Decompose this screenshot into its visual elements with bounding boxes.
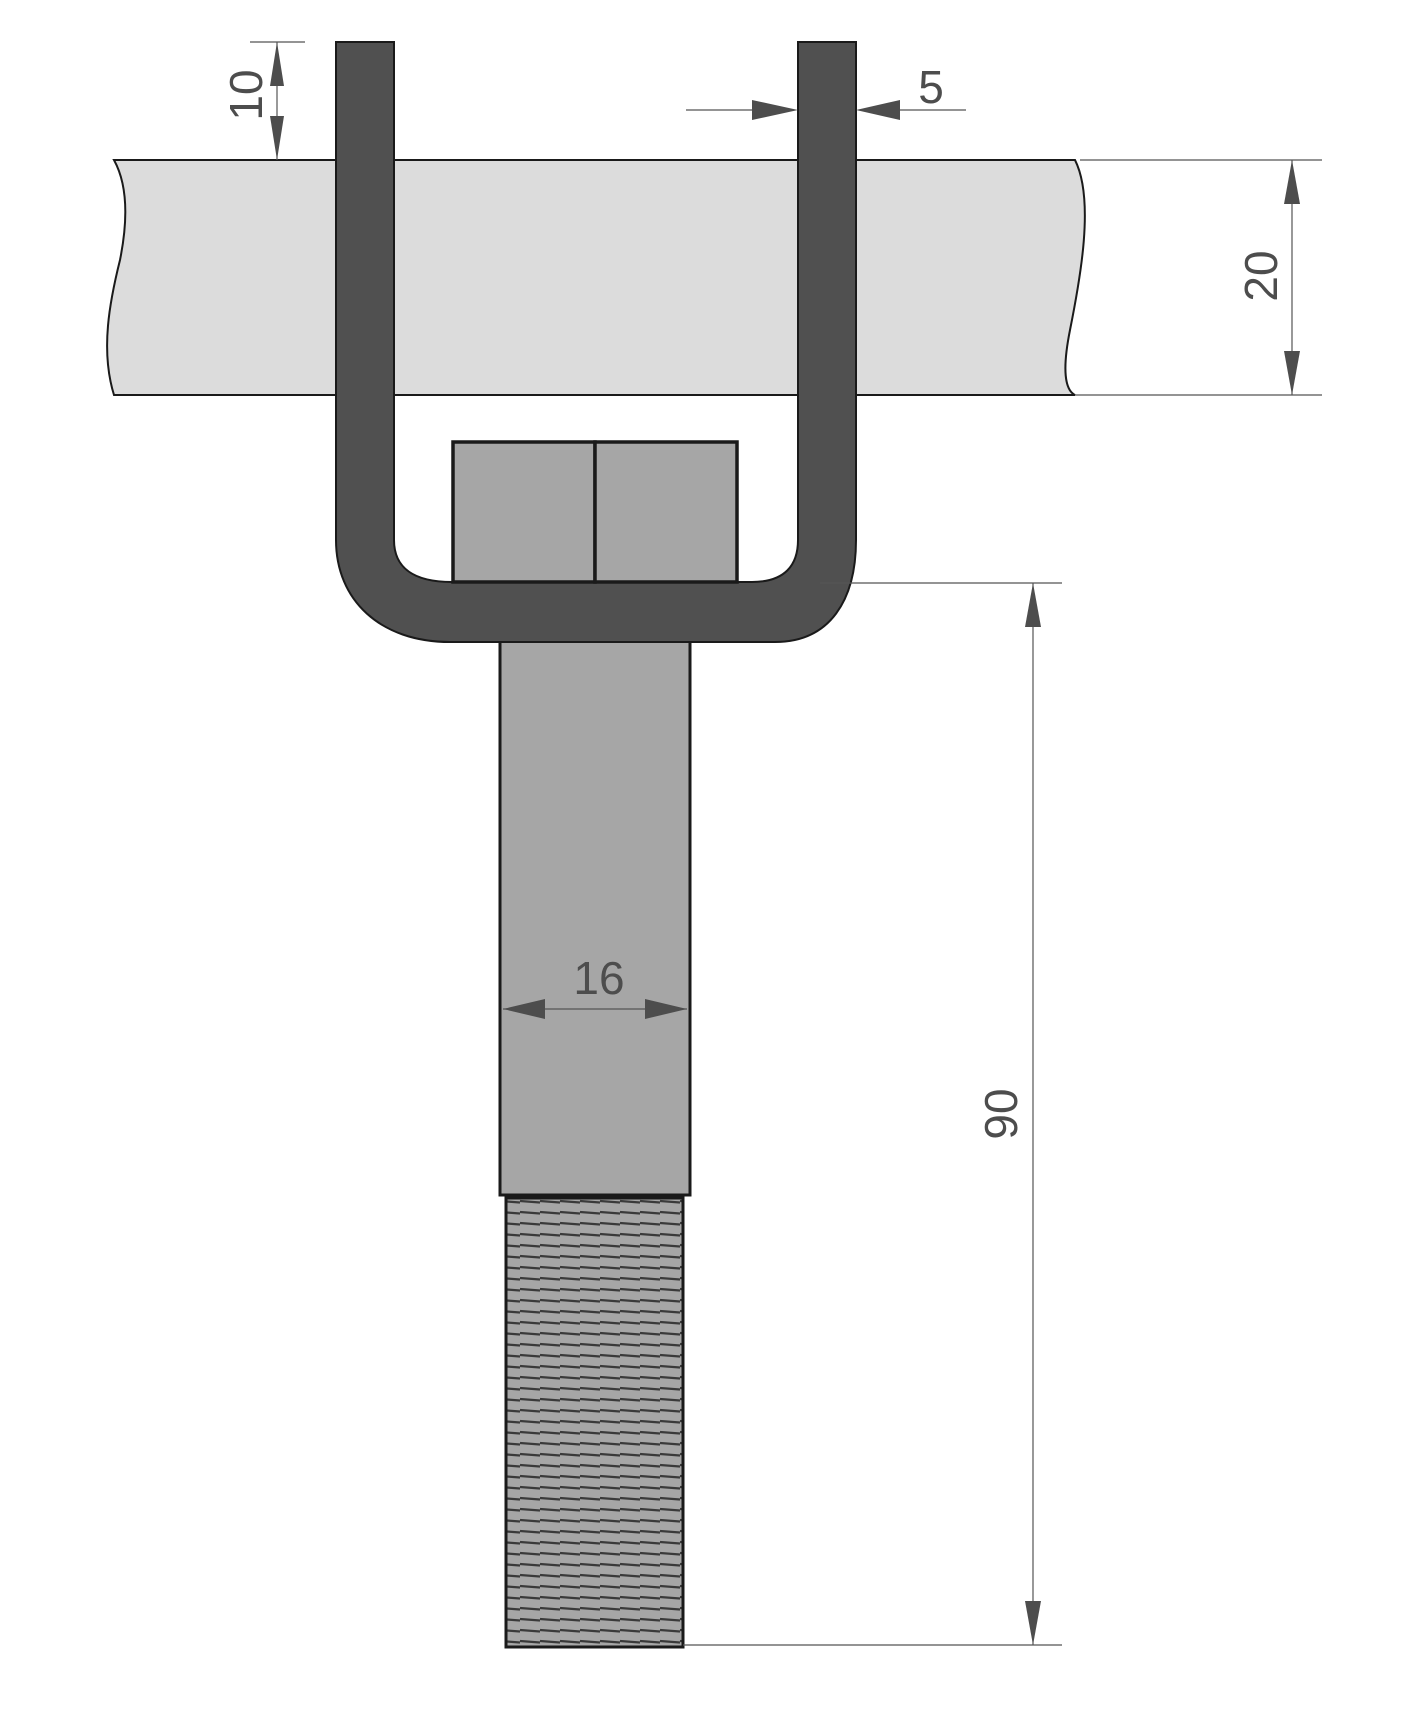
dimension-label-10: 10: [220, 69, 272, 120]
u-bracket: [335, 41, 857, 643]
dimension-5: 5: [686, 61, 966, 120]
dimension-label-90: 90: [975, 1088, 1027, 1139]
dimension-label-5: 5: [918, 61, 944, 113]
dimension-20: 20: [1075, 159, 1322, 396]
plank: [106, 159, 1086, 396]
dimension-10: 10: [220, 41, 305, 160]
nut-left-face: [451, 440, 597, 584]
dimension-16: 16: [503, 952, 687, 1019]
bolt-shaft: [498, 638, 692, 1197]
dimension-label-16: 16: [573, 952, 624, 1004]
nut-right-face: [593, 440, 739, 584]
dimension-label-20: 20: [1235, 250, 1287, 301]
bolt-thread: [504, 1196, 685, 1649]
dimension-90: 90: [683, 582, 1062, 1646]
